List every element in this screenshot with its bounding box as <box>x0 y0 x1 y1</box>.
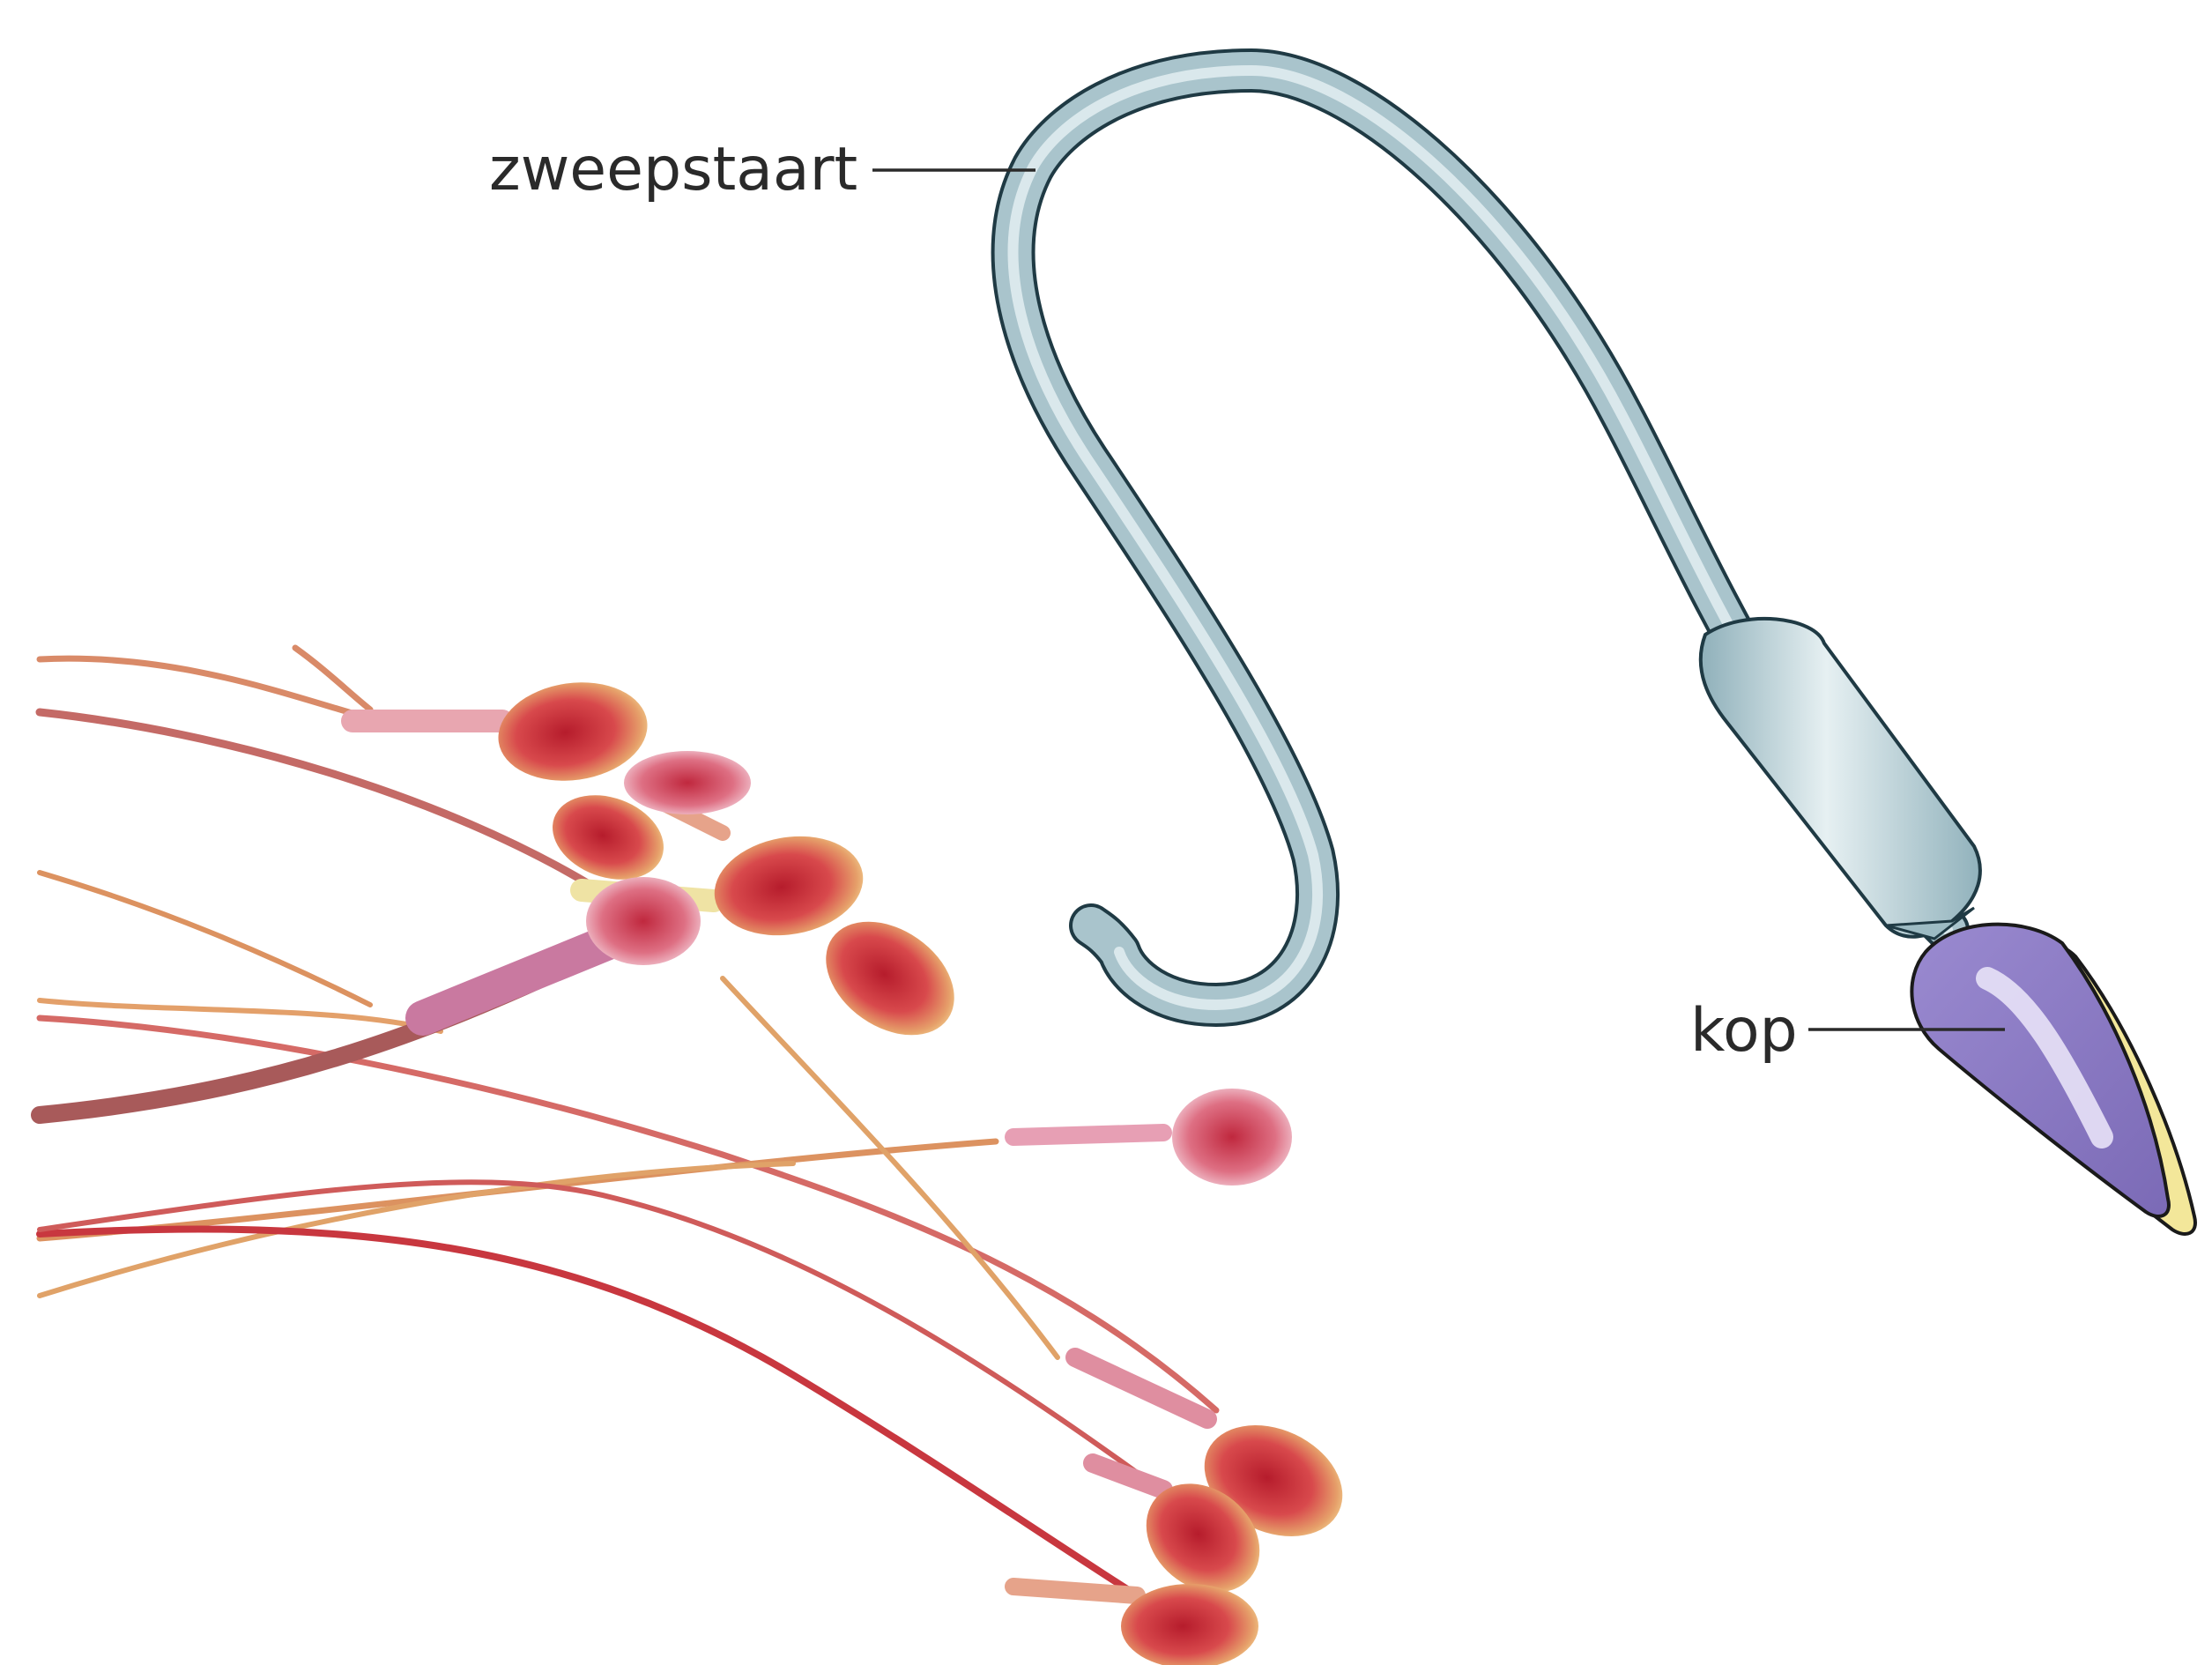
label-tail-text: zweepstaart <box>489 135 857 204</box>
schematic-midpiece <box>1701 619 1980 939</box>
schematic-tail <box>1013 71 1948 1005</box>
label-head-text: kop <box>1690 996 1798 1066</box>
label-tail: zweepstaart <box>489 135 1035 204</box>
sperm-schematic: zweepstaart kop <box>489 71 2195 1234</box>
sperm-photo-cluster <box>40 648 1361 1665</box>
photo-heads <box>492 673 1361 1665</box>
schematic-head <box>1911 925 2195 1234</box>
